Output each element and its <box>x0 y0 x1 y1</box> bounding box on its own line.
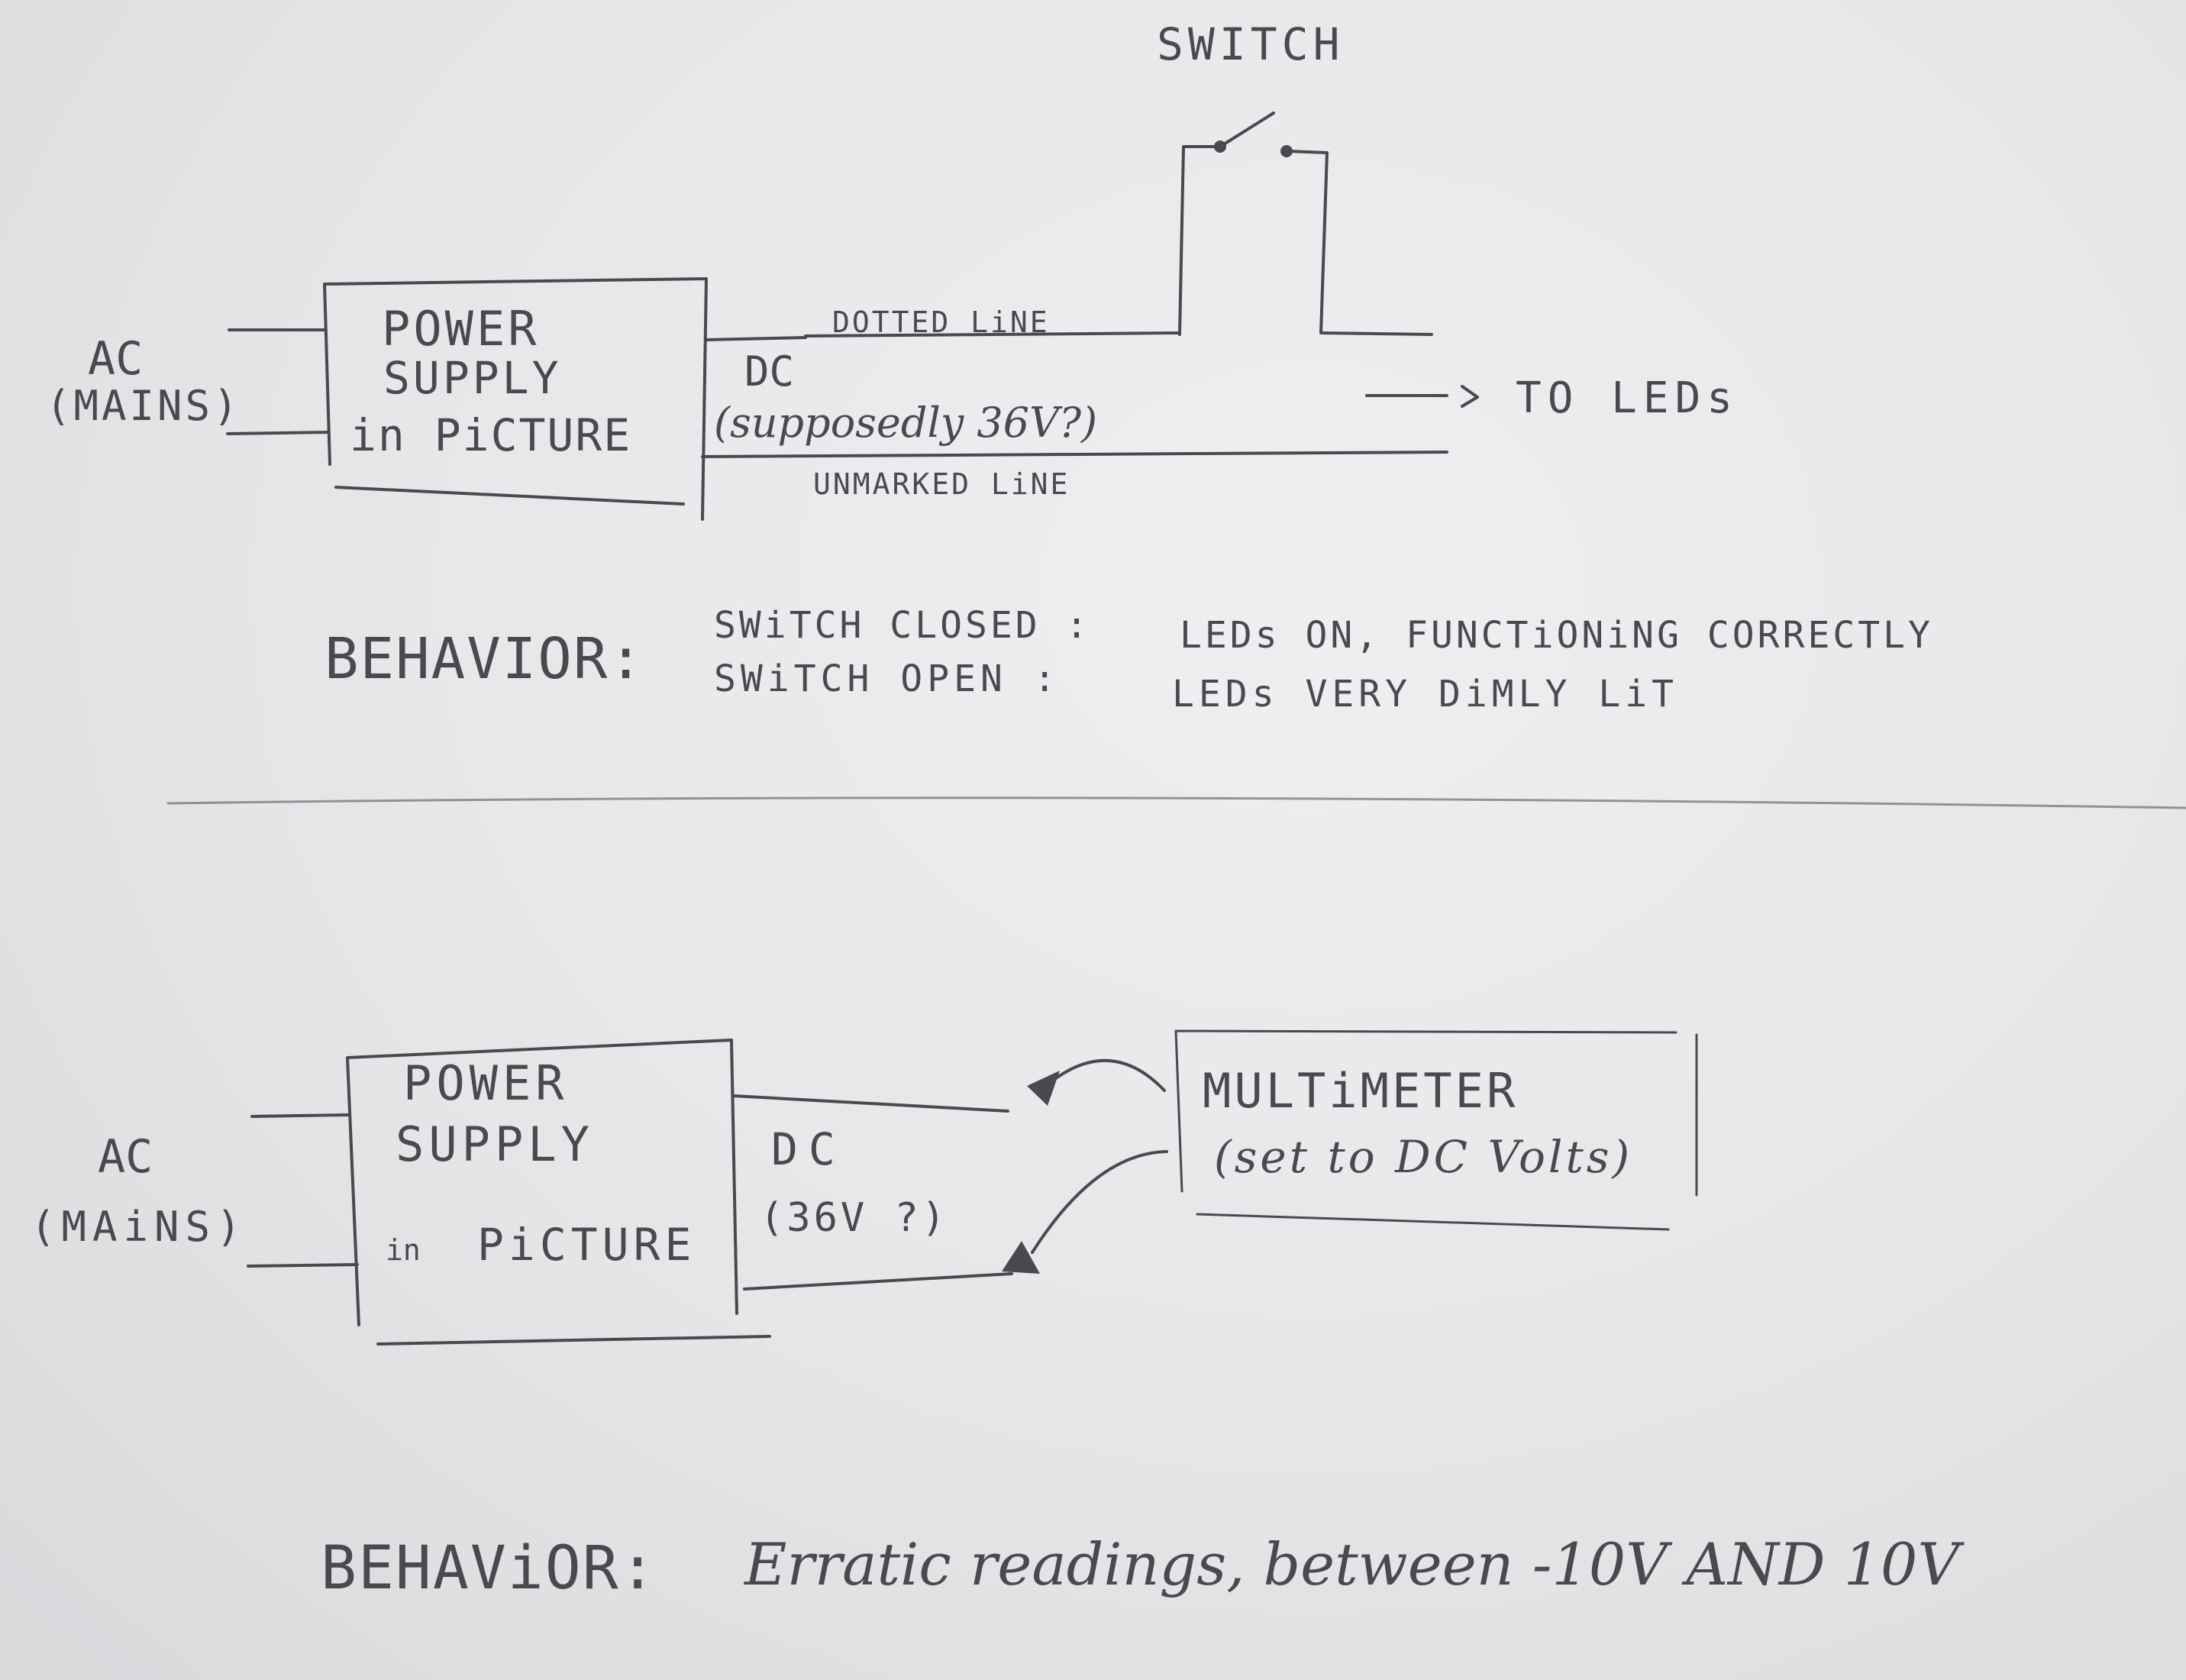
bottom-dc-negative-wire <box>743 1272 1013 1291</box>
top-diagram: SWITCH AC (MAINS) POWER SUPPLY in PiCTUR… <box>46 18 1933 716</box>
multimeter-setting-label: (set to DC Volts) <box>1214 1131 1632 1183</box>
top-ac-label: AC <box>88 332 143 386</box>
multimeter-box <box>1174 1029 1698 1231</box>
top-dc-voltage-label: (supposedly 36V?) <box>714 399 1097 447</box>
bottom-ac-label: AC <box>98 1130 153 1184</box>
to-leds-label: TO LEDs <box>1516 373 1739 423</box>
top-psu-label-1: POWER <box>382 301 540 357</box>
bottom-power-supply-box <box>346 1039 771 1346</box>
top-psu-label-3: in PiCTURE <box>350 409 631 461</box>
top-ac-wire-2 <box>226 431 330 435</box>
bottom-ac-wire-2 <box>247 1263 359 1268</box>
bottom-psu-label-1: POWER <box>403 1055 569 1111</box>
bottom-psu-label-3b: PiCTURE <box>477 1219 696 1271</box>
switch-lever <box>1219 111 1275 148</box>
section-divider <box>166 796 2186 809</box>
bottom-diagram: AC (MAiNS) POWER SUPPLY in PiCTURE DC (3… <box>31 1029 1965 1603</box>
switch-contact-left <box>1214 141 1226 153</box>
behavior-switch-closed-value: LEDs ON, FUNCTiONiNG CORRECTLY <box>1180 614 1933 657</box>
top-dotted-wire <box>705 331 1181 341</box>
bottom-behavior-value: Erratic readings, between -10V AND 10V <box>743 1530 1965 1598</box>
switch-right-lead <box>1287 150 1433 336</box>
top-ac-mains-label: (MAINS) <box>46 382 241 430</box>
top-behavior-label: BEHAVIOR: <box>325 626 644 692</box>
top-power-supply-box <box>323 277 708 521</box>
top-psu-label-2: SUPPLY <box>383 352 562 404</box>
switch-contact-right <box>1280 145 1293 157</box>
probe-tip-negative-icon <box>1002 1241 1040 1274</box>
bottom-ac-mains-label: (MAiNS) <box>31 1203 247 1251</box>
probe-lead-positive <box>1048 1058 1166 1092</box>
probe-tip-positive-icon <box>1027 1071 1060 1106</box>
behavior-switch-open-label: SWiTCH OPEN : <box>714 657 1061 700</box>
bottom-dc-positive-wire <box>731 1094 1009 1113</box>
to-leds-arrow <box>1365 385 1479 408</box>
bottom-psu-label-2: SUPPLY <box>396 1116 594 1172</box>
top-unmarked-line-label: UNMARKED LiNE <box>813 467 1070 501</box>
bottom-dc-label: DC <box>771 1123 846 1175</box>
behavior-switch-open-value: LEDs VERY DiMLY LiT <box>1172 673 1678 716</box>
bottom-psu-label-3a: in <box>386 1233 421 1267</box>
behavior-switch-closed-label: SWiTCH CLOSED : <box>714 604 1090 647</box>
top-unmarked-wire <box>701 451 1448 458</box>
top-dotted-line-label: DOTTED LiNE <box>832 305 1050 339</box>
bottom-dc-voltage-label: (36V ?) <box>760 1195 948 1241</box>
bottom-ac-wire-1 <box>250 1113 349 1118</box>
multimeter-label: MULTiMETER <box>1203 1063 1518 1119</box>
probe-lead-negative <box>1031 1150 1168 1254</box>
top-dc-label: DC <box>744 347 794 396</box>
switch-left-lead <box>1178 145 1219 336</box>
bottom-behavior-label: BEHAViOR: <box>321 1534 657 1603</box>
switch-label: SWITCH <box>1157 18 1345 70</box>
